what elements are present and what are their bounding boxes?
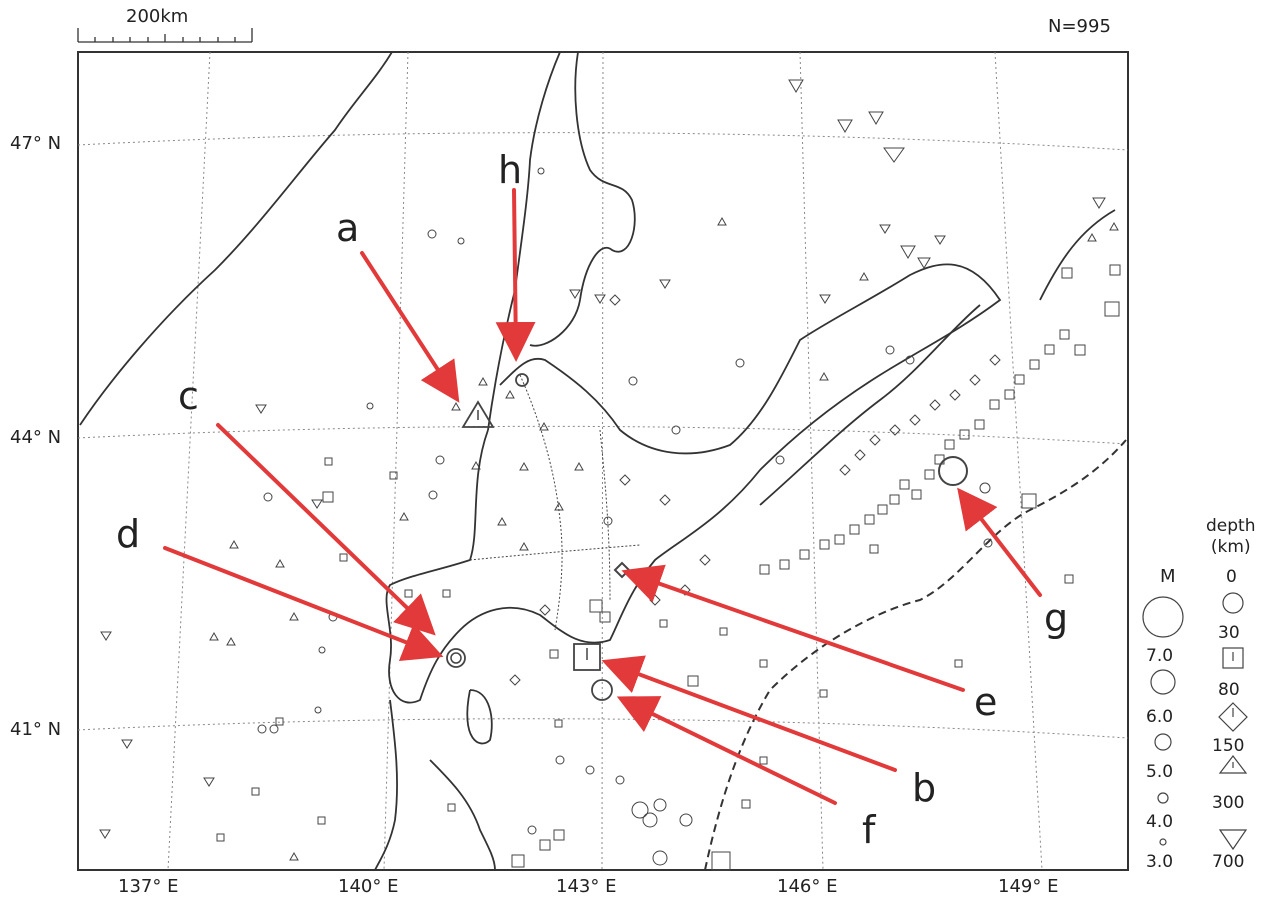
legend-depth-title-line1: depth <box>1206 516 1256 536</box>
legend-depth-300: 300 <box>1212 793 1245 813</box>
lat-label-41: 41° N <box>10 719 62 740</box>
legend-depth-0: 0 <box>1226 567 1237 587</box>
arrow-b <box>601 655 897 772</box>
annotation-label-a: a <box>336 206 360 250</box>
legend-mag-6: 6.0 <box>1146 707 1174 727</box>
arrow-e <box>621 564 965 692</box>
legend-magnitude-title: M <box>1160 566 1176 587</box>
legend-symbols <box>1142 592 1248 851</box>
trench-line <box>704 439 1127 871</box>
legend-depth-title-line2: (km) <box>1210 537 1251 557</box>
arrow-a <box>360 251 460 403</box>
admin-boundaries <box>469 374 641 631</box>
annotation-label-e: e <box>974 680 998 724</box>
legend-mag-5: 5.0 <box>1146 762 1174 782</box>
annotation-label-h: h <box>498 148 523 192</box>
lon-label-146: 146° E <box>777 876 838 897</box>
coastlines <box>79 51 1116 871</box>
legend-mag-4: 4.0 <box>1146 812 1174 832</box>
lon-label-143: 143° E <box>556 876 617 897</box>
annotation-label-b: b <box>912 766 937 810</box>
annotation-label-f: f <box>862 808 876 852</box>
legend-mag-3: 3.0 <box>1146 852 1174 872</box>
lon-label-137: 137° E <box>118 876 179 897</box>
legend-depth-30: 30 <box>1218 623 1240 643</box>
lat-label-44: 44° N <box>10 427 62 448</box>
event-count-label: N=995 <box>1048 16 1111 37</box>
lon-label-149: 149° E <box>998 876 1059 897</box>
scale-bar <box>77 28 253 43</box>
legend-depth-title: depth (km) <box>1206 516 1255 558</box>
arrow-f <box>616 696 837 805</box>
lon-label-140: 140° E <box>338 876 399 897</box>
arrow-c <box>216 423 436 636</box>
graticule <box>77 51 1129 871</box>
legend-depth-80: 80 <box>1218 680 1240 700</box>
annotation-arrows <box>163 188 1042 805</box>
legend-mag-7: 7.0 <box>1146 646 1174 666</box>
map-frame <box>77 51 1129 871</box>
earthquake-markers <box>99 79 1121 871</box>
legend-depth-150: 150 <box>1212 736 1245 756</box>
arrow-d <box>163 546 444 661</box>
arrow-g <box>957 487 1042 597</box>
lat-label-47: 47° N <box>10 133 62 154</box>
arrow-h <box>495 188 536 362</box>
scale-bar-label: 200km <box>126 6 189 27</box>
annotation-label-c: c <box>178 374 199 418</box>
legend-depth-700: 700 <box>1212 852 1245 872</box>
annotation-label-g: g <box>1044 596 1069 640</box>
annotation-label-d: d <box>116 512 141 556</box>
